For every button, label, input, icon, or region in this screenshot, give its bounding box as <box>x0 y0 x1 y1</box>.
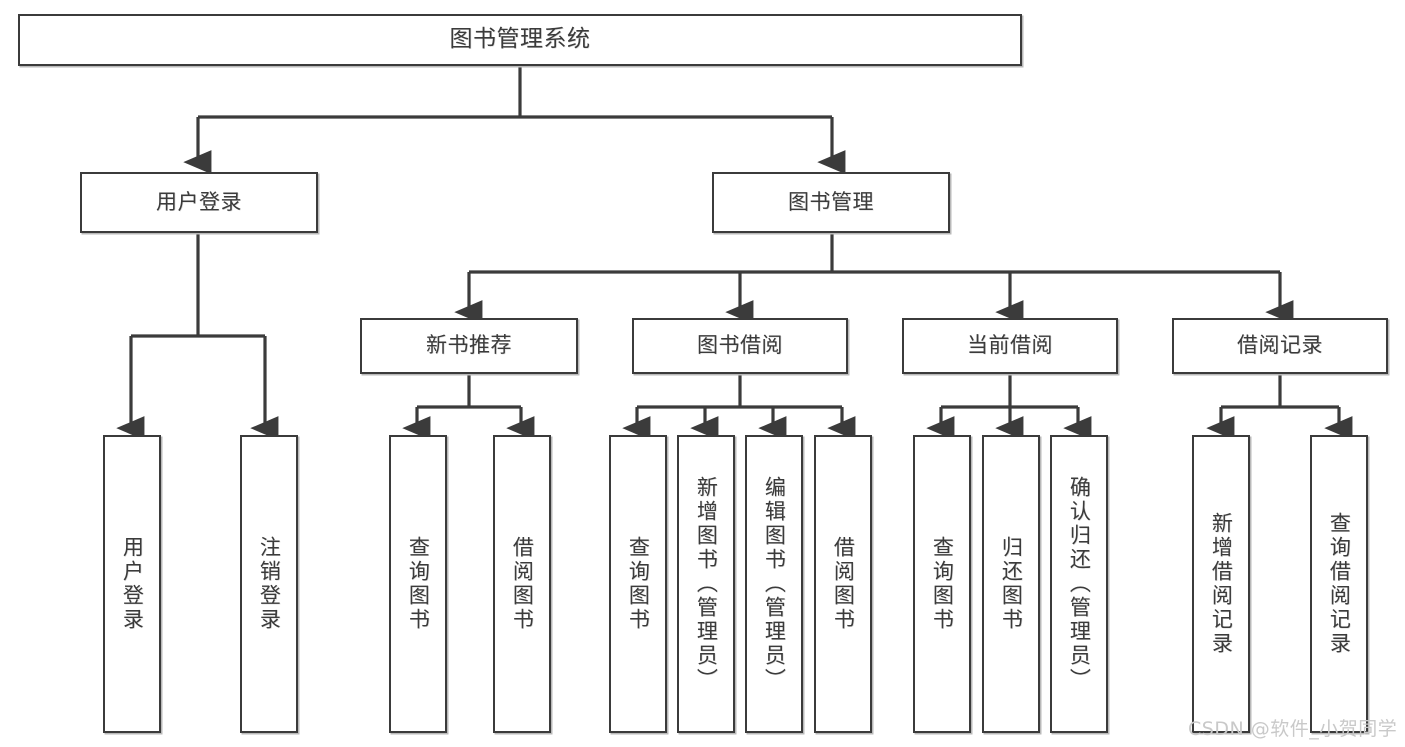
leaf-confirm-return-admin[interactable]: 确认归还（管理员） <box>1050 435 1108 733</box>
node-label: 当前借阅 <box>967 333 1053 358</box>
node-label: 用户登录 <box>156 189 242 214</box>
node-label: 查询借阅记录 <box>1327 512 1352 656</box>
node-root-system[interactable]: 图书管理系统 <box>18 14 1022 66</box>
node-label: 用户登录 <box>120 536 145 632</box>
node-label: 借阅图书 <box>831 536 856 632</box>
node-book-management[interactable]: 图书管理 <box>712 172 950 233</box>
node-borrow-records[interactable]: 借阅记录 <box>1172 318 1388 374</box>
leaf-query-books-current[interactable]: 查询图书 <box>913 435 971 733</box>
leaf-query-books-borrow[interactable]: 查询图书 <box>609 435 667 733</box>
leaf-edit-book-admin[interactable]: 编辑图书（管理员） <box>745 435 803 733</box>
leaf-add-book-admin[interactable]: 新增图书（管理员） <box>677 435 735 733</box>
node-label: 查询图书 <box>930 536 955 632</box>
node-label: 图书借阅 <box>697 333 783 358</box>
node-label: 借阅记录 <box>1237 333 1323 358</box>
node-label: 查询图书 <box>626 536 651 632</box>
node-label: 归还图书 <box>999 536 1024 632</box>
leaf-borrow-books-recommend[interactable]: 借阅图书 <box>493 435 551 733</box>
node-label: 注销登录 <box>257 536 282 632</box>
leaf-return-books[interactable]: 归还图书 <box>982 435 1040 733</box>
node-user-login[interactable]: 用户登录 <box>80 172 318 233</box>
node-label: 图书管理 <box>788 189 874 214</box>
node-label: 新增图书（管理员） <box>694 476 719 692</box>
leaf-user-login[interactable]: 用户登录 <box>103 435 161 733</box>
leaf-borrow-books[interactable]: 借阅图书 <box>814 435 872 733</box>
node-label: 确认归还（管理员） <box>1067 476 1092 692</box>
leaf-add-borrow-record[interactable]: 新增借阅记录 <box>1192 435 1250 733</box>
csdn-watermark: CSDN @软件_小贺同学 <box>1188 718 1398 740</box>
node-label: 查询图书 <box>406 536 431 632</box>
node-label: 编辑图书（管理员） <box>762 476 787 692</box>
node-label: 图书管理系统 <box>449 26 591 53</box>
node-label: 借阅图书 <box>510 536 535 632</box>
node-new-book-recommend[interactable]: 新书推荐 <box>360 318 578 374</box>
node-label: 新增借阅记录 <box>1209 512 1234 656</box>
node-current-borrow[interactable]: 当前借阅 <box>902 318 1118 374</box>
leaf-query-books-recommend[interactable]: 查询图书 <box>389 435 447 733</box>
node-book-borrow[interactable]: 图书借阅 <box>632 318 848 374</box>
leaf-logout[interactable]: 注销登录 <box>240 435 298 733</box>
node-label: 新书推荐 <box>426 333 512 358</box>
leaf-query-borrow-record[interactable]: 查询借阅记录 <box>1310 435 1368 733</box>
